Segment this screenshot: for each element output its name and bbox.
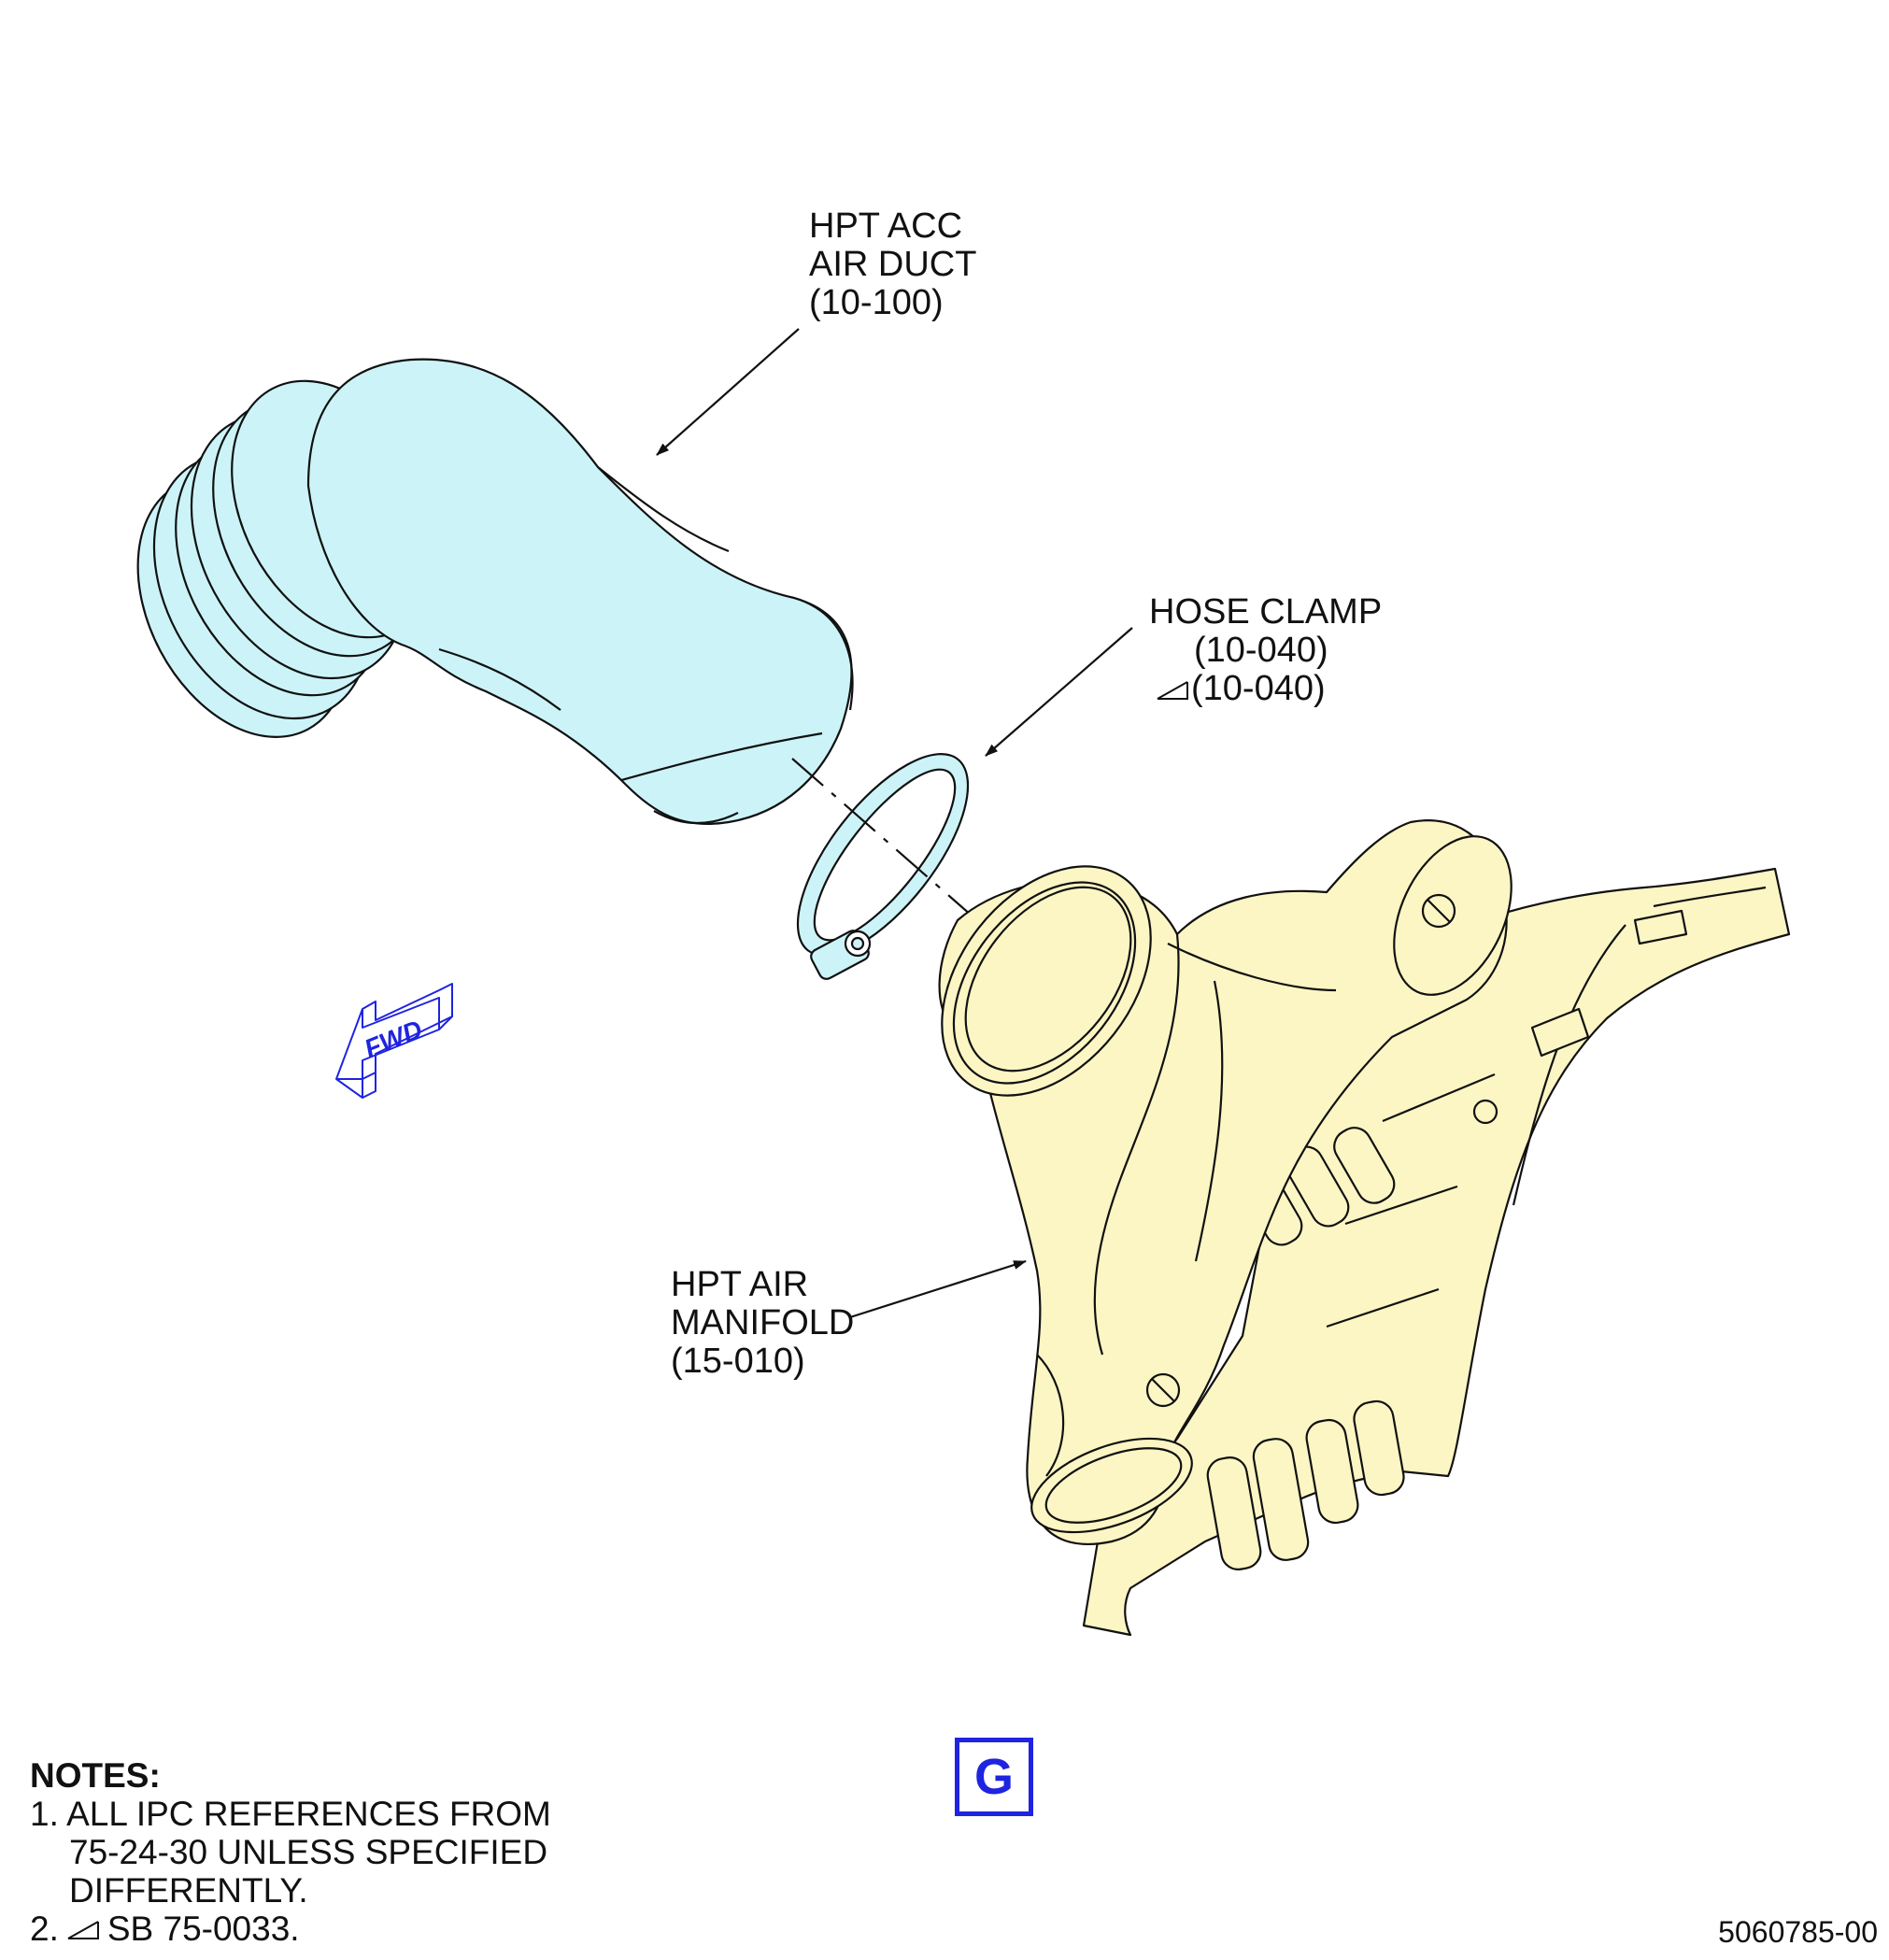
duct-callout-line2: AIR DUCT (809, 245, 977, 284)
hpt-acc-air-duct-part (136, 358, 854, 825)
fwd-direction-arrow: FWD (335, 983, 453, 1099)
clamp-callout-line1: HOSE CLAMP (1149, 592, 1383, 632)
manifold-bolt-hole-lower (1145, 1372, 1181, 1408)
clamp-callout-ref2: (10-040) (1191, 669, 1326, 708)
manifold-tubes (1206, 1127, 1405, 1570)
clamp-callout: HOSE CLAMP (10-040) (10-040) (1149, 593, 1382, 708)
duct-callout-line1: HPT ACC (809, 206, 963, 246)
note-1-line-1: 1. ALL IPC REFERENCES FROM (30, 1795, 551, 1833)
service-bulletin-delta-icon (67, 1920, 99, 1939)
clamp-callout-ref1: (10-040) (1194, 631, 1328, 670)
leader-lines (656, 328, 1133, 1319)
manifold-leader-line (849, 1259, 1027, 1319)
manifold-callout-line2: MANIFOLD (671, 1303, 855, 1342)
manifold-callout: HPT AIR MANIFOLD (15-010) (671, 1266, 854, 1381)
notes-title: NOTES: (30, 1756, 161, 1795)
manifold-callout-line1: HPT AIR (671, 1265, 809, 1304)
figure-number: 5060785-00 (1718, 1915, 1878, 1949)
hpt-air-manifold-part (938, 819, 1791, 1637)
hose-clamp-part (796, 753, 970, 980)
view-tag: G (955, 1738, 1033, 1816)
duct-callout-ref: (10-100) (809, 283, 944, 322)
manifold-callout-ref: (15-010) (671, 1342, 805, 1381)
note-2-text: SB 75-0033. (107, 1910, 300, 1948)
note-2-prefix: 2. (30, 1910, 59, 1948)
note-1-line-3: DIFFERENTLY. (69, 1871, 308, 1910)
note-1-line-2: 75-24-30 UNLESS SPECIFIED (69, 1833, 548, 1871)
clamp-leader-line (985, 627, 1133, 757)
duct-leader-line (656, 328, 800, 456)
notes-block: NOTES: 1. ALL IPC REFERENCES FROM 75-24-… (30, 1756, 551, 1948)
clamp-screw-housing (810, 930, 872, 980)
service-bulletin-delta-icon (1157, 680, 1188, 700)
duct-callout: HPT ACC AIR DUCT (10-100) (809, 207, 976, 322)
manifold-bolt-hole-upper (1421, 893, 1456, 929)
